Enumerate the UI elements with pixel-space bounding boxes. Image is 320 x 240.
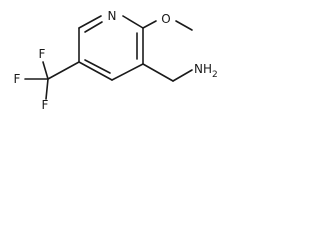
atom-ring-nitrogen: N — [108, 9, 117, 23]
amine-subscript: 2 — [212, 70, 218, 80]
bond-c2-o — [142, 20, 157, 29]
bond-ch2-n — [172, 69, 193, 82]
bond-n-c2 — [122, 15, 144, 29]
bond-c5-cf3 — [47, 61, 80, 80]
bond-c-f-bottom — [45, 78, 49, 100]
bond-c-f-top — [42, 61, 49, 80]
bond-c6-n — [78, 15, 102, 29]
bond-o-ch3 — [175, 20, 193, 31]
amine-label: NH — [194, 62, 212, 76]
atom-fluorine-left: F — [14, 72, 21, 86]
bond-c3-c4 — [111, 63, 144, 81]
bond-c4-c5-inner — [84, 59, 111, 74]
bond-c3-ch2 — [142, 63, 174, 82]
bond-c6-n-inner — [84, 21, 103, 33]
structure-diagram: N O F F F NH2 — [0, 0, 238, 138]
atom-fluorine-top: F — [39, 47, 46, 61]
bond-c4-c5 — [78, 61, 113, 81]
atom-amine-group: NH2 — [194, 62, 218, 80]
molecule-canvas: N O F F F NH2 — [14, 9, 218, 112]
atom-fluorine-bottom: F — [42, 98, 49, 112]
atom-methoxy-oxygen: O — [161, 12, 170, 26]
